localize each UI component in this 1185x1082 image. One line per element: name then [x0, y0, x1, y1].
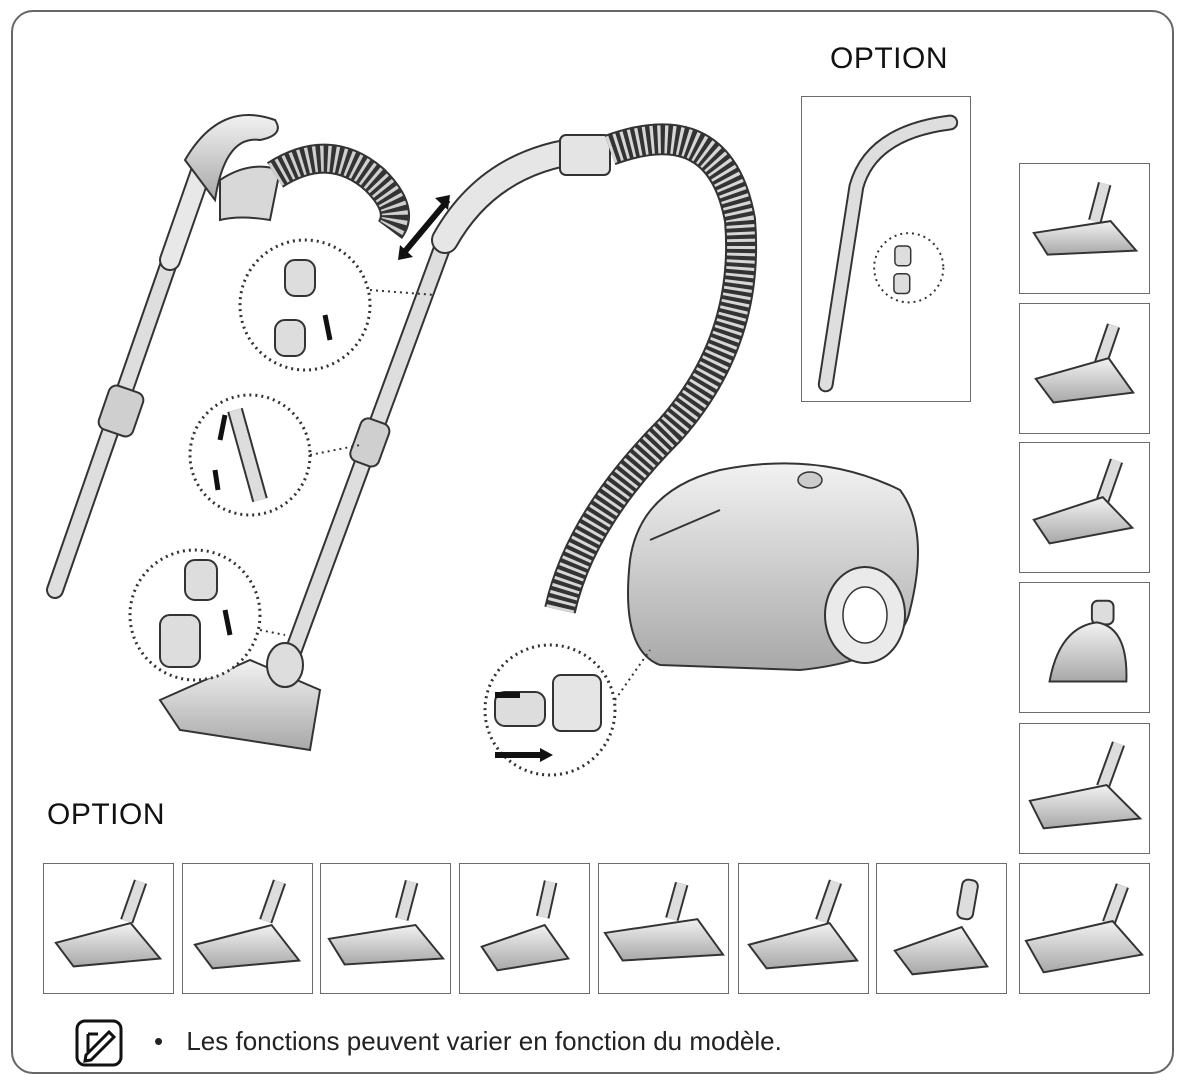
- option-label-top: OPTION: [830, 42, 949, 75]
- floor-brush-icon: [54, 879, 163, 968]
- hose-inlet-callout: [483, 643, 651, 777]
- separate-wand-icon: [46, 114, 410, 599]
- accessory-right-5: [1019, 723, 1150, 854]
- bent-wand-icon: [817, 114, 959, 393]
- floor-brush-icon: [1032, 181, 1139, 256]
- hard-floor-brush-icon: [193, 879, 302, 970]
- accessory-bottom-7: [876, 863, 1007, 994]
- compact-turbo-brush-icon: [480, 880, 571, 972]
- pet-brush-icon: [1032, 458, 1135, 545]
- carpet-brush-icon: [747, 879, 860, 970]
- accessory-bottom-5: [598, 863, 729, 994]
- mini-turbo-brush-icon: [1048, 599, 1128, 683]
- parquet-brush-icon: [1028, 741, 1143, 830]
- note-pencil-icon: [75, 1019, 123, 1067]
- pipe-connection-callout: [238, 238, 436, 372]
- slim-brush-icon: [327, 879, 446, 966]
- note-text: • Les fonctions peuvent varier en foncti…: [154, 1026, 782, 1057]
- wide-parquet-brush-icon: [603, 881, 725, 962]
- accessory-bottom-3: [320, 863, 451, 994]
- accessory-right-4: [1019, 582, 1150, 713]
- accessory-bottom-6: [738, 863, 869, 994]
- handle-lock-callout: [188, 393, 361, 517]
- option-label-bottom: OPTION: [47, 798, 166, 831]
- accessory-right-2: [1019, 303, 1150, 434]
- extend-arrow-icon: [398, 195, 451, 260]
- round-brush-icon: [893, 878, 989, 976]
- nozzle-connection-callout: [128, 548, 286, 682]
- accessory-right-6: [1019, 863, 1150, 994]
- option-wand-tile: [801, 96, 971, 402]
- accessory-bottom-2: [182, 863, 313, 994]
- main-wand-icon: [158, 123, 758, 752]
- turbo-brush-icon: [1034, 323, 1136, 404]
- note-section: • Les fonctions peuvent varier en foncti…: [74, 1018, 954, 1070]
- wide-floor-brush-icon: [1024, 883, 1145, 974]
- accessory-bottom-4: [459, 863, 590, 994]
- vacuum-body-icon: [627, 462, 919, 672]
- note-bullet: •: [154, 1026, 164, 1056]
- accessory-right-1: [1019, 163, 1150, 294]
- note-message: Les fonctions peuvent varier en fonction…: [186, 1026, 782, 1056]
- vacuum-cleaner-assembly-illustration: [46, 114, 919, 777]
- accessory-right-3: [1019, 442, 1150, 573]
- accessory-bottom-1: [43, 863, 174, 994]
